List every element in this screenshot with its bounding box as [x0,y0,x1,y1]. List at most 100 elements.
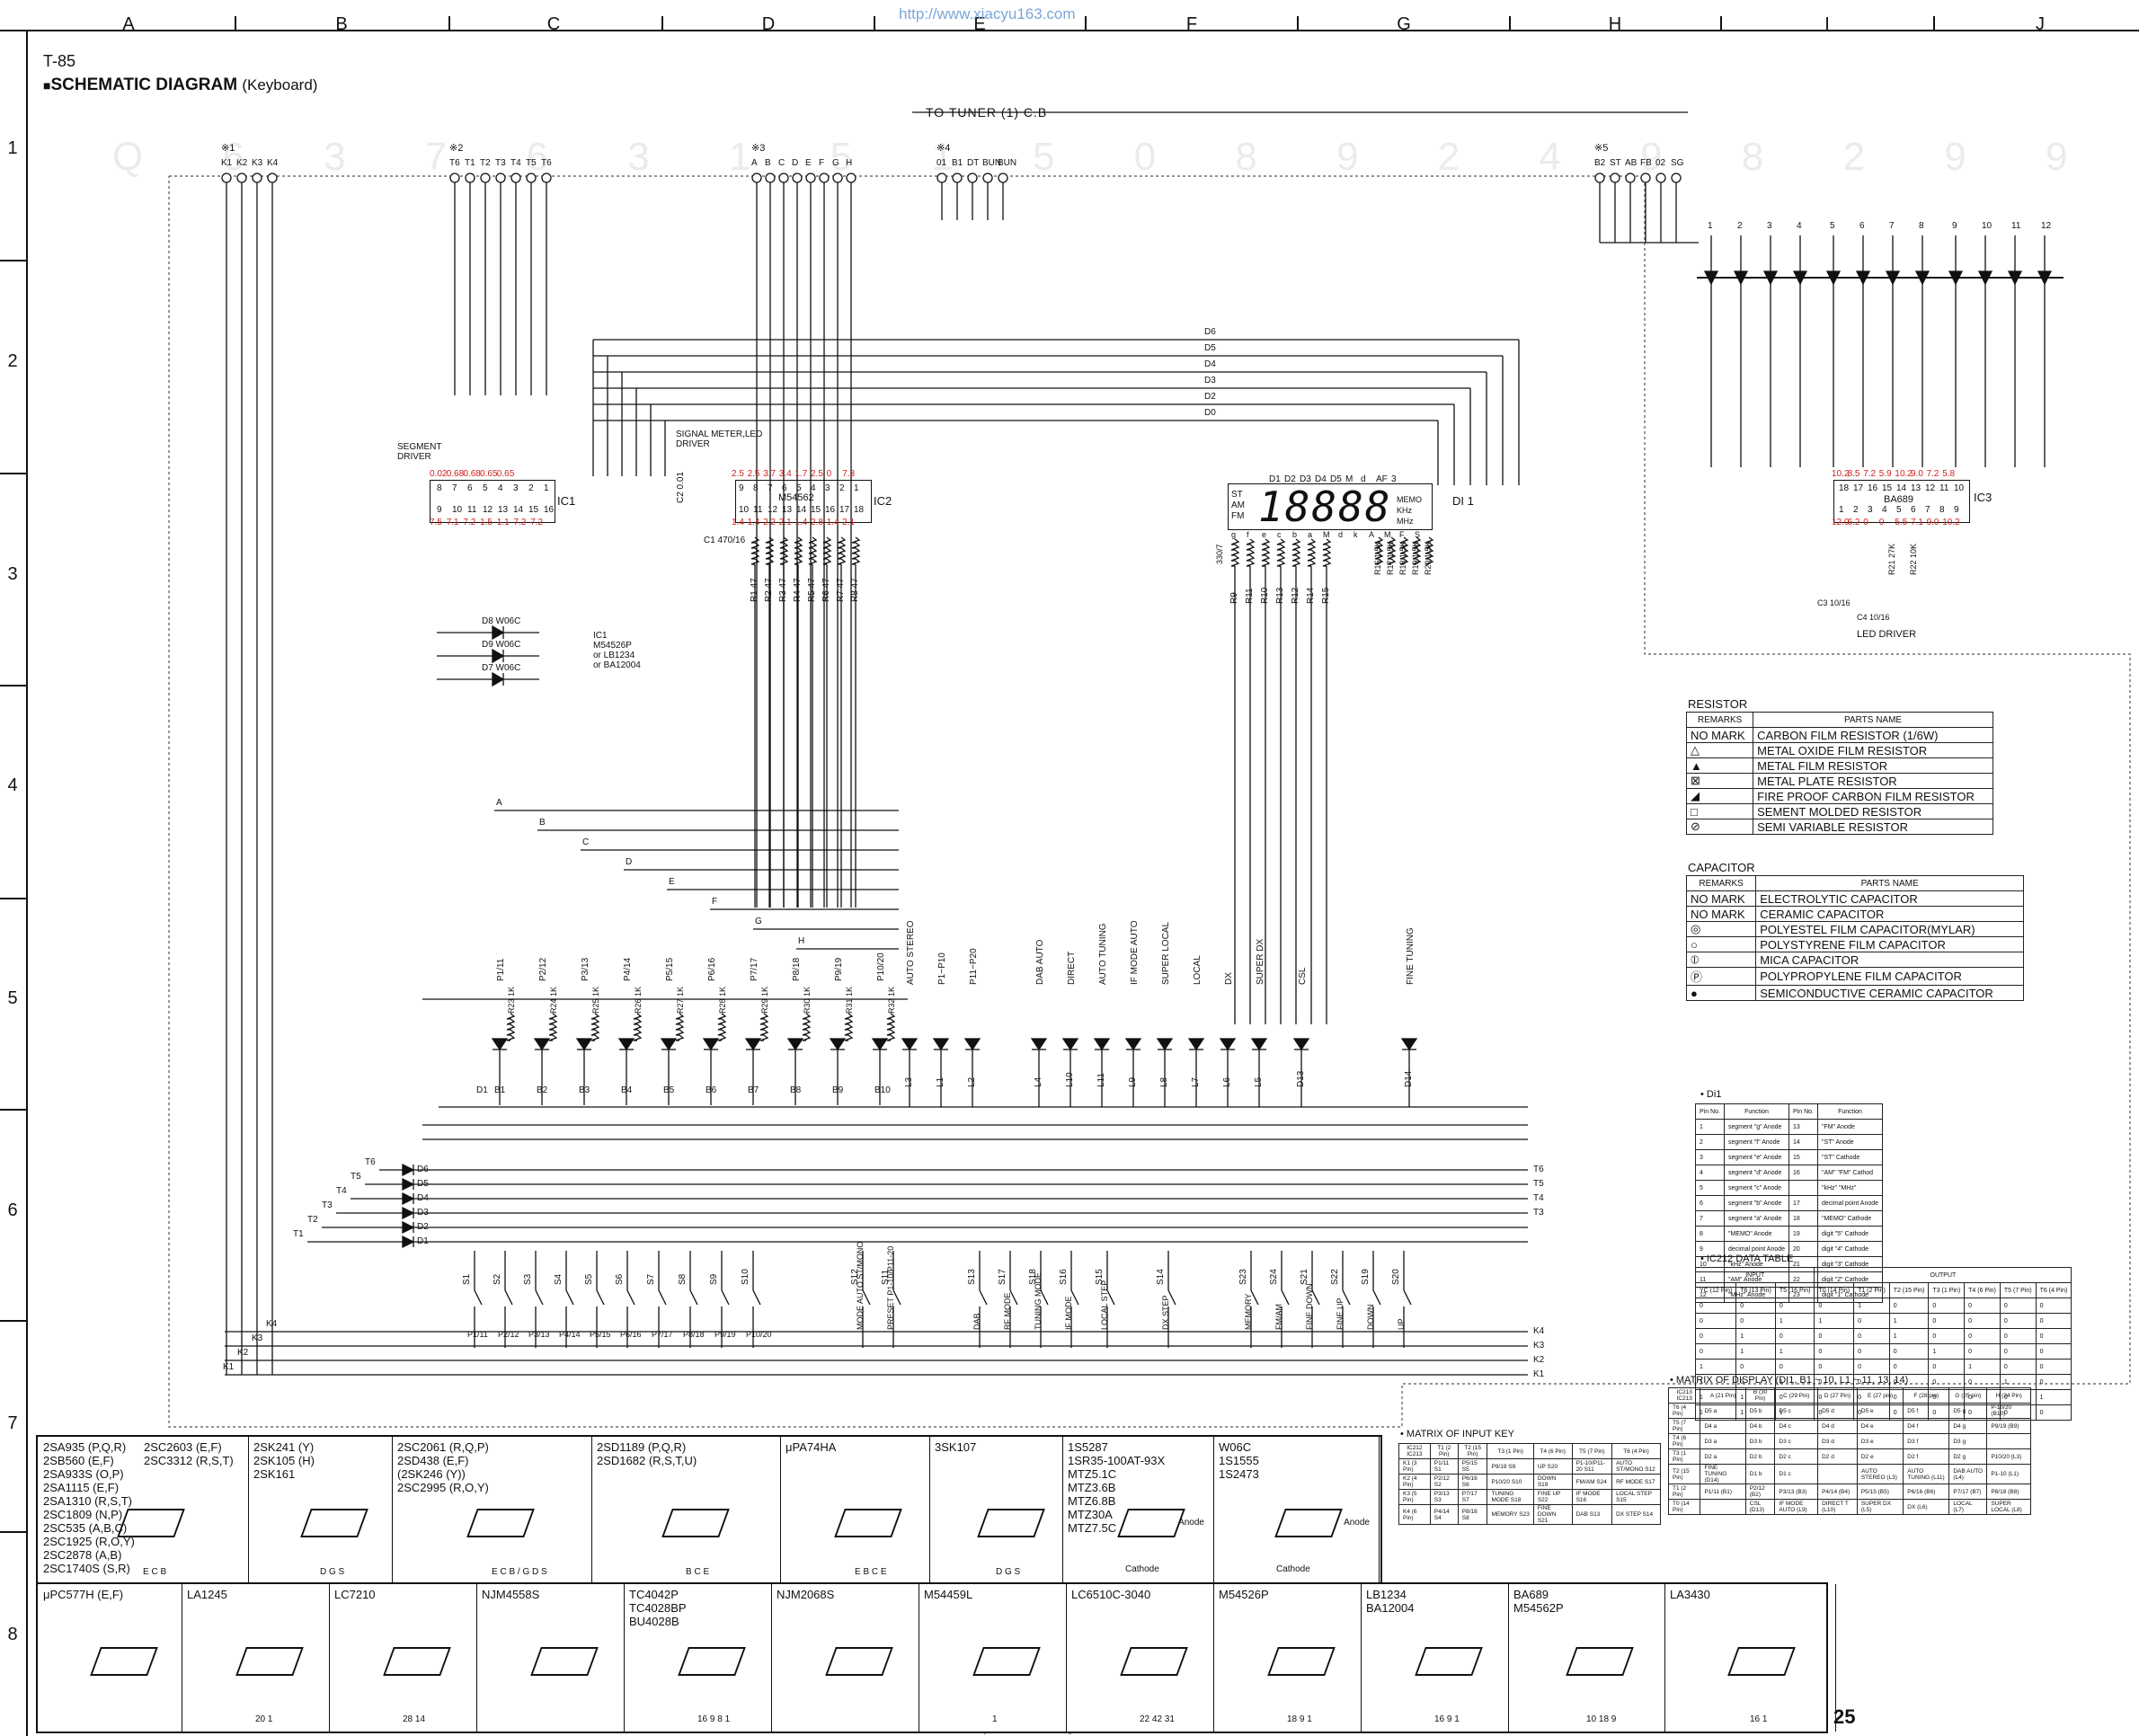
disp-table-cell: D4 a [1700,1418,1746,1434]
pkg2-part-6: M54459L [924,1588,973,1601]
sw-label-14: TUNING MODE [1034,1272,1043,1330]
res-disp-4 [1291,538,1301,567]
sw-label-22: DOWN [1366,1304,1375,1331]
pkg2-part-9: LB1234 BA12004 [1366,1588,1415,1615]
table-row: ⦶MICA CAPACITOR [1685,952,2024,968]
key-table-cell: P7/17 S7 [1457,1489,1488,1505]
pkg1-pins-1: D G S [320,1567,345,1577]
grid-row-4: 4 [7,775,18,795]
led-preset-label-8: P9/19 [834,957,844,981]
disp-table-cell: LOCAL (L7) [1948,1499,1988,1515]
t-right-label-1: T5 [1533,1179,1544,1189]
pkg1-cell-6: 1S5287 1SR35-100AT-93X MTZ5.1C MTZ3.6B M… [1062,1437,1214,1584]
c2-pinlabel-4: T4 [510,158,521,168]
cap-table-cell: NO MARK [1685,890,1757,907]
led-func-b-12: D14 [1404,1070,1414,1087]
key-table-cell: K3 (5 Pin) [1398,1489,1431,1505]
ic212-table-cell: 0 [2035,1313,2072,1329]
ic212-table-cell: 1 [1888,1328,1930,1344]
res-table-header-0: REMARKS [1685,712,1754,728]
ic212-table-cell: 0 [1999,1359,2037,1375]
ic212-table-cell: 0 [2035,1359,2072,1375]
pkg2-part-0: μPC577H (E,F) [43,1588,124,1601]
k-left-label-1: K3 [252,1333,263,1343]
t-diode-1 [402,1177,415,1191]
di1-right-0: MEMO [1397,495,1422,504]
res-table-cell: METAL OXIDE FILM RESISTOR [1753,742,1993,758]
ic2-ref: IC2 [874,494,892,508]
c4-pinlabel-4: BUN [998,158,1017,168]
c3-pin-2 [778,173,789,183]
res-table-cell: CARBON FILM RESISTOR (1/6W) [1753,727,1993,743]
di1-bot-0: g [1231,530,1237,539]
table-row: △METAL OXIDE FILM RESISTOR [1685,742,1993,758]
led-func-b-11: D13 [1296,1070,1306,1087]
disp-table-cell: D2 f [1903,1448,1950,1465]
ic1-pin-bot-3: 12 [483,505,493,515]
table-row: ◎POLYESTEL FILM CAPACITOR(MYLAR) [1685,921,2024,937]
pkg1-pins-4: E B C E [855,1567,887,1577]
di1-table-cell: "FM" Anode [1816,1119,1884,1135]
sw-contact-22 [1372,1289,1381,1306]
sw-label-23: UP [1397,1318,1406,1330]
disp-table-cell: DX (L6) [1903,1499,1950,1515]
c3-pinlabel-5: F [819,158,825,168]
key-table-cell: K4 (6 Pin) [1398,1504,1431,1525]
cap-table-cell: CERAMIC CAPACITOR [1755,906,2024,922]
led-preset-0 [491,1038,509,1051]
c3-pinlabel-6: G [832,158,839,168]
ic212-table-cell: 0 [1888,1343,1930,1360]
sw-ref-19: S24 [1269,1269,1279,1285]
disp-table-header-5: E (27 pin) [1856,1387,1904,1404]
di1-top-0: D1 [1269,474,1281,484]
ic212-table-cell: 1 [1964,1359,2001,1375]
t-right-label-3: T3 [1533,1208,1544,1218]
sw-contact-18 [1250,1289,1259,1306]
pkg2-part-7: LC6510C-3040 [1071,1588,1151,1601]
pkg1-part-5: 3SK107 [935,1440,977,1454]
di1-top-2: D3 [1300,474,1311,484]
di1-table-header-2: Pin No. [1788,1103,1818,1120]
led-preset-label-6: P7/17 [750,957,759,981]
sw-ref-21: S22 [1330,1269,1340,1285]
di1-table-cell: segment "c" Anode [1723,1180,1790,1196]
disp-table-cell: SUPER LOCAL (L8) [1986,1499,2031,1515]
watermark-url-top[interactable]: http://www.xiacyu163.com [899,5,1076,22]
sw-label-6: P7/17 [652,1330,673,1339]
t-line-label-3: T3 [322,1200,333,1210]
cap-table-cell: ◎ [1685,921,1757,937]
ic2-pin-bot-7: 17 [839,505,850,515]
sw-label-12: DAB [972,1313,981,1330]
c4-pinlabel-0: 01 [936,158,947,168]
key-table-cell: AUTO ST/MONO S12 [1611,1458,1661,1475]
ic2-vtop-2: 3.7 [763,469,777,479]
ic3-vbot-0: 12.0 [1832,518,1850,527]
sw-label-2: P3/13 [528,1330,550,1339]
disp-table-cell: T3 (1 Pin) [1667,1448,1701,1465]
led-d1-label: D1 [476,1085,488,1095]
led-preset-res-4: R27 1K [676,986,685,1014]
disp-table-cell: D4 c [1774,1418,1819,1434]
sw-ref-9: S10 [741,1269,750,1285]
grid-col-A: A [122,14,135,34]
key-table-cell: K2 (4 Pin) [1398,1474,1431,1490]
ic2-vbot-4: 1.4 [794,518,808,527]
disp-table-cell: D1 c [1774,1464,1819,1484]
ic212-table-cell: 0 [1814,1328,1855,1344]
ic1-pin-bot-5: 14 [513,505,524,515]
package-outline-icon [300,1509,368,1537]
sw-label-21: FINE UP [1336,1298,1345,1330]
c2-pin-1 [465,173,475,183]
res-di-label-4: R20 1.5K [1424,541,1433,575]
sw-ref-5: S6 [615,1273,625,1285]
di1-table-cell: segment "b" Anode [1723,1195,1790,1211]
ic212-table-cell: 1 [2035,1389,2072,1405]
res-disp-2 [1261,538,1271,567]
di1-table-cell: 15 [1788,1149,1818,1165]
ic212-table-header-6: T3 (1 Pin) [1928,1282,1966,1298]
k-right-label-0: K4 [1533,1326,1545,1336]
di1-right-2: MHz [1397,517,1414,526]
